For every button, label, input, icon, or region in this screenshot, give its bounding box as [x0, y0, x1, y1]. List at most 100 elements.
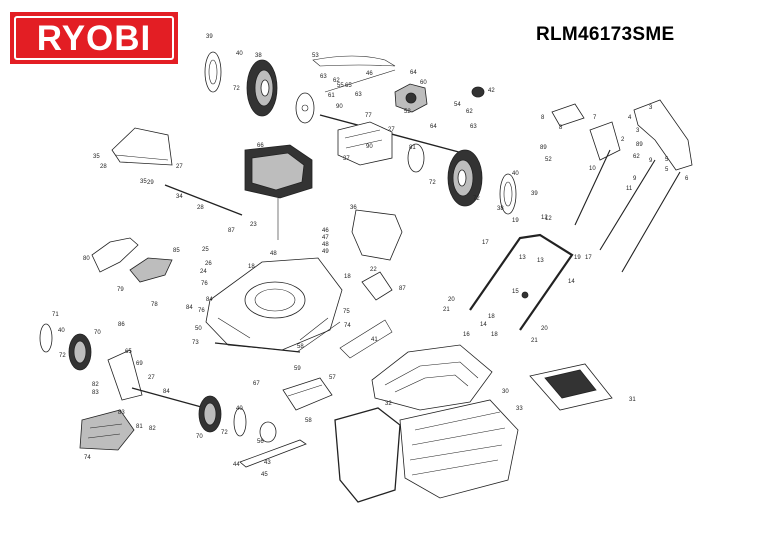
part-label: 55: [337, 83, 344, 89]
rear-wheel-left: [246, 59, 278, 117]
part-label: 7: [593, 115, 597, 121]
part-label: 35: [140, 179, 147, 185]
part-label: 56: [257, 439, 264, 445]
mower-deck: [205, 257, 343, 351]
part-label: 87: [228, 228, 235, 234]
part-label: 72: [473, 196, 480, 202]
part-label: 89: [540, 145, 547, 151]
part-label: 20: [541, 326, 548, 332]
part-label: 10: [589, 166, 596, 172]
part-label: 27: [176, 164, 183, 170]
part-label: 26: [205, 261, 212, 267]
part-label: 38: [497, 206, 504, 212]
part-label: 35: [93, 154, 100, 160]
part-label: 52: [545, 157, 552, 163]
front-wheel-right: [198, 395, 222, 433]
part-label: 12: [545, 216, 552, 222]
part-label: 14: [568, 279, 575, 285]
part-label: 3: [649, 105, 653, 111]
part-label: 39: [206, 34, 213, 40]
gearbox: [394, 83, 428, 113]
front-cover: [79, 409, 135, 451]
part-label: 32: [385, 401, 392, 407]
part-label: 28: [197, 205, 204, 211]
part-label: 20: [448, 297, 455, 303]
part-label: 12: [541, 215, 548, 221]
height-adjust-rod: [214, 321, 341, 353]
rear-wheel-right-hub: [499, 173, 517, 215]
part-label: 72: [233, 86, 240, 92]
part-label: 62: [333, 78, 340, 84]
part-label: 28: [100, 164, 107, 170]
part-label: 77: [365, 113, 372, 119]
part-label: 46: [366, 71, 373, 77]
part-label: 36: [350, 205, 357, 211]
part-label: 19: [512, 218, 519, 224]
rear-axle: [319, 69, 471, 156]
part-label: 69: [136, 361, 143, 367]
part-label: 79: [117, 287, 124, 293]
part-label: 63: [470, 124, 477, 130]
part-label: 81: [136, 424, 143, 430]
front-wheel-left: [68, 333, 92, 371]
part-label: 37: [343, 156, 350, 162]
part-label: 58: [305, 418, 312, 424]
part-label: 9: [633, 176, 637, 182]
rear-wheel-right: [447, 149, 483, 207]
part-label: 21: [531, 338, 538, 344]
bag-fill-plate: [529, 363, 613, 411]
part-label: 18: [491, 332, 498, 338]
part-label: 82: [149, 426, 156, 432]
wheel-cap-left: [295, 92, 315, 124]
part-label: 11: [626, 186, 633, 192]
lower-handle: [469, 233, 574, 331]
part-label: 18: [248, 264, 255, 270]
part-label: 84: [206, 297, 213, 303]
part-label: 13: [537, 258, 544, 264]
front-wheel-left-hub: [39, 323, 53, 353]
part-label: 70: [196, 434, 203, 440]
part-label: 52: [404, 109, 411, 115]
part-label: 48: [322, 242, 329, 248]
part-label: 86: [118, 322, 125, 328]
mulch-plug: [282, 377, 333, 411]
part-label: 5: [665, 157, 669, 163]
part-label: 90: [336, 104, 343, 110]
part-label: 23: [250, 222, 257, 228]
part-label: 63: [320, 74, 327, 80]
part-label: 90: [366, 144, 373, 150]
part-label: 27: [388, 127, 395, 133]
part-label: 41: [371, 337, 378, 343]
part-label: 76: [201, 281, 208, 287]
part-label: 50: [195, 326, 202, 332]
part-label: 8: [541, 115, 545, 121]
part-label: 87: [399, 286, 406, 292]
part-label: 62: [466, 109, 473, 115]
part-label: 47: [322, 235, 329, 241]
part-label: 61: [328, 93, 335, 99]
part-label: 17: [585, 255, 592, 261]
part-label: 18: [344, 274, 351, 280]
part-label: 29: [147, 180, 154, 186]
discharge-chute-top: [351, 209, 403, 261]
part-label: 73: [192, 340, 199, 346]
part-label: 70: [94, 330, 101, 336]
part-label: 39: [531, 191, 538, 197]
rear-flap: [111, 127, 173, 166]
part-label: 72: [59, 353, 66, 359]
handle-cable: [574, 149, 681, 273]
part-label: 18: [488, 314, 495, 320]
part-label: 64: [430, 124, 437, 130]
part-label: 9: [649, 158, 653, 164]
grass-bag-lid: [371, 344, 493, 411]
part-label: 38: [255, 53, 262, 59]
engine: [244, 144, 313, 240]
front-axle-plate: [107, 349, 143, 401]
part-label: 84: [186, 305, 193, 311]
part-label: 40: [58, 328, 65, 334]
part-label: 25: [202, 247, 209, 253]
part-label: 13: [519, 255, 526, 261]
rear-bracket: [337, 121, 393, 166]
